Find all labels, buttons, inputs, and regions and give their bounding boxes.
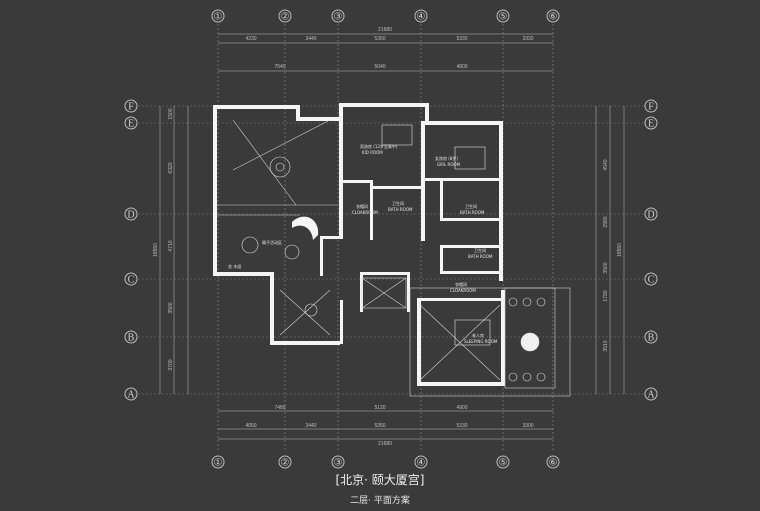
room-label: 男孩房 (12岁至高中) (360, 143, 398, 149)
dim-seg-right: 1790 (603, 290, 609, 301)
grid-bubbles-bottom: ① ② ③ ④ ⑤ ⑥ (211, 455, 560, 469)
room-label-en: CLOAKROOM (352, 210, 378, 215)
building-walls (213, 103, 505, 386)
dim-lines-right (595, 106, 625, 394)
grid-col-label: ② (281, 458, 290, 469)
dim-seg: 4230 (245, 36, 256, 42)
dim-seg: 5350 (374, 423, 385, 429)
dim-seg-left: 1500 (168, 108, 174, 119)
slide-element (292, 216, 319, 240)
dim-seg-left: 4710 (168, 240, 174, 251)
dim-seg: 7480 (274, 405, 285, 411)
dim-seg: 5040 (374, 64, 385, 70)
dim-seg: 3330 (522, 36, 533, 42)
room-label: 衣帽间 (356, 203, 368, 209)
grid-bubbles-right: F E D C B A (644, 99, 658, 401)
grid-row-label: E (648, 119, 654, 130)
grid-row-label: C (128, 275, 135, 286)
grid-col-label: ③ (334, 12, 343, 23)
room-label: 衣帽间 (455, 281, 467, 287)
dim-seg-left: 3500 (168, 302, 174, 313)
grid-row-label: B (648, 333, 655, 344)
grid-row-label: F (648, 102, 654, 113)
dim-seg: 4900 (456, 405, 467, 411)
room-label-en: SLEEPING ROOM (464, 339, 498, 344)
room-label-en: CLOAKROOM (450, 288, 476, 293)
drawing-title: [北京· 颐大厦宫] (336, 472, 425, 487)
grid-lines-horizontal (138, 105, 644, 395)
grid-col-label: ① (214, 458, 223, 469)
room-label: 花 木组 (228, 263, 241, 269)
room-label: 卫生间 (474, 247, 486, 253)
room-label-en: BATH ROOM (468, 254, 493, 259)
grid-row-label: D (127, 210, 134, 221)
dim-lines-left (159, 106, 189, 394)
room-label: 老人房 (472, 332, 484, 338)
dim-seg: 4800 (456, 64, 467, 70)
dim-total-top: 21680 (378, 27, 392, 33)
dim-seg-right: 3510 (603, 340, 609, 351)
grid-row-label: E (128, 119, 134, 130)
dim-seg-left: 3700 (168, 359, 174, 370)
furniture-symbols (241, 124, 546, 382)
dim-seg: 3300 (522, 423, 533, 429)
grid-row-label: A (647, 390, 655, 401)
dim-seg: 5350 (374, 36, 385, 42)
grid-col-label: ⑤ (499, 458, 508, 469)
inner-lines (217, 119, 571, 397)
room-label: 卫生间 (392, 200, 404, 206)
dim-seg-right: 4540 (603, 159, 609, 170)
grid-row-label: F (128, 102, 134, 113)
dim-seg: 5120 (374, 405, 385, 411)
dim-seg-right: 3500 (603, 262, 609, 273)
grid-col-label: ⑥ (549, 458, 558, 469)
grid-col-label: ⑤ (499, 12, 508, 23)
room-label: 卫生间 (465, 203, 477, 209)
dim-lines-bottom (218, 410, 553, 440)
grid-row-label: A (127, 390, 135, 401)
dim-total-bottom: 21680 (378, 441, 392, 447)
dim-seg: 4050 (245, 423, 256, 429)
dim-seg-right: 2980 (603, 216, 609, 227)
dim-seg: 3440 (305, 36, 316, 42)
dim-seg: 5330 (456, 423, 467, 429)
grid-col-label: ④ (417, 458, 426, 469)
room-label-en: BATH ROOM (388, 207, 413, 212)
dim-total-left: 18550 (153, 243, 159, 257)
grid-col-label: ⑥ (549, 12, 558, 23)
room-label: 親子活动区 (262, 239, 282, 245)
grid-bubbles-top: ① ② ③ ④ ⑤ ⑥ (211, 9, 560, 23)
grid-bubbles-left: F E D C B A (124, 99, 138, 401)
dim-total-right: 18550 (617, 243, 623, 257)
dim-seg-left: 6320 (168, 162, 174, 173)
grid-col-label: ④ (417, 12, 426, 23)
grid-col-label: ③ (334, 458, 343, 469)
dim-lines-top (218, 33, 553, 72)
grid-col-label: ① (214, 12, 223, 23)
dim-seg: 5330 (456, 36, 467, 42)
room-label: 女孩房 (8岁) (435, 155, 458, 161)
grid-col-label: ② (281, 12, 290, 23)
grid-row-label: B (128, 333, 135, 344)
dim-seg: 7540 (274, 64, 285, 70)
room-label-en: BATH ROOM (460, 210, 485, 215)
grid-row-label: C (648, 275, 655, 286)
dim-seg: 3440 (305, 423, 316, 429)
grid-row-label: D (647, 210, 654, 221)
drawing-subtitle: 二层· 平面方案 (350, 494, 410, 506)
room-label-en: KID ROOM (362, 150, 383, 155)
room-label-en: GIRL ROOM (437, 162, 461, 167)
